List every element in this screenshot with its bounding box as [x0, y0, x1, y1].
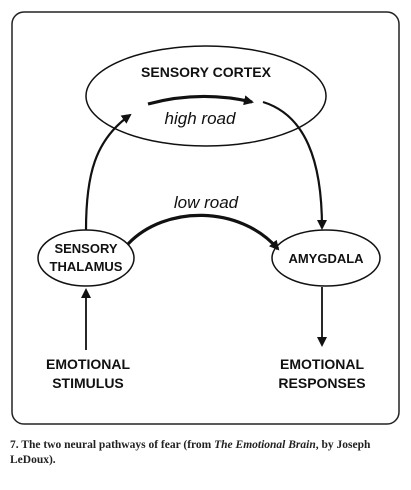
caption-book-title: The Emotional Brain — [214, 439, 316, 451]
emotional-stimulus-label-line2: STIMULUS — [52, 375, 124, 391]
caption-number: 7. — [10, 439, 19, 451]
high-road-label: high road — [165, 109, 236, 128]
high-road-inner-arrow — [147, 94, 254, 106]
cortex-to-amygdala-arrow — [262, 100, 327, 230]
sensory-thalamus-label-line1: SENSORY — [54, 241, 117, 256]
amygdala-ellipse — [271, 229, 381, 287]
amygdala-label: AMYGDALA — [288, 251, 364, 266]
thalamus-to-cortex-arrow — [84, 113, 132, 231]
emotional-responses-label-line1: EMOTIONAL — [280, 356, 364, 372]
caption-text-before: The two neural pathways of fear (from — [21, 439, 212, 451]
diagram-frame — [11, 11, 400, 425]
emotional-responses-label-line2: RESPONSES — [278, 375, 365, 391]
sensory-cortex-ellipse — [85, 45, 327, 147]
low-road-label: low road — [174, 193, 239, 212]
sensory-cortex-label: SENSORY CORTEX — [141, 64, 272, 80]
sensory-thalamus-label-line2: THALAMUS — [50, 259, 123, 274]
emotional-stimulus-label-line1: EMOTIONAL — [46, 356, 130, 372]
pathways-diagram: SENSORY CORTEX high road SENSORY THALAMU… — [11, 11, 400, 425]
low-road-arrow — [126, 213, 280, 251]
figure-caption: 7. The two neural pathways of fear (from… — [10, 438, 405, 468]
caption-text-after: , by Joseph LeDoux). — [10, 439, 371, 466]
sensory-thalamus-ellipse — [37, 229, 135, 287]
